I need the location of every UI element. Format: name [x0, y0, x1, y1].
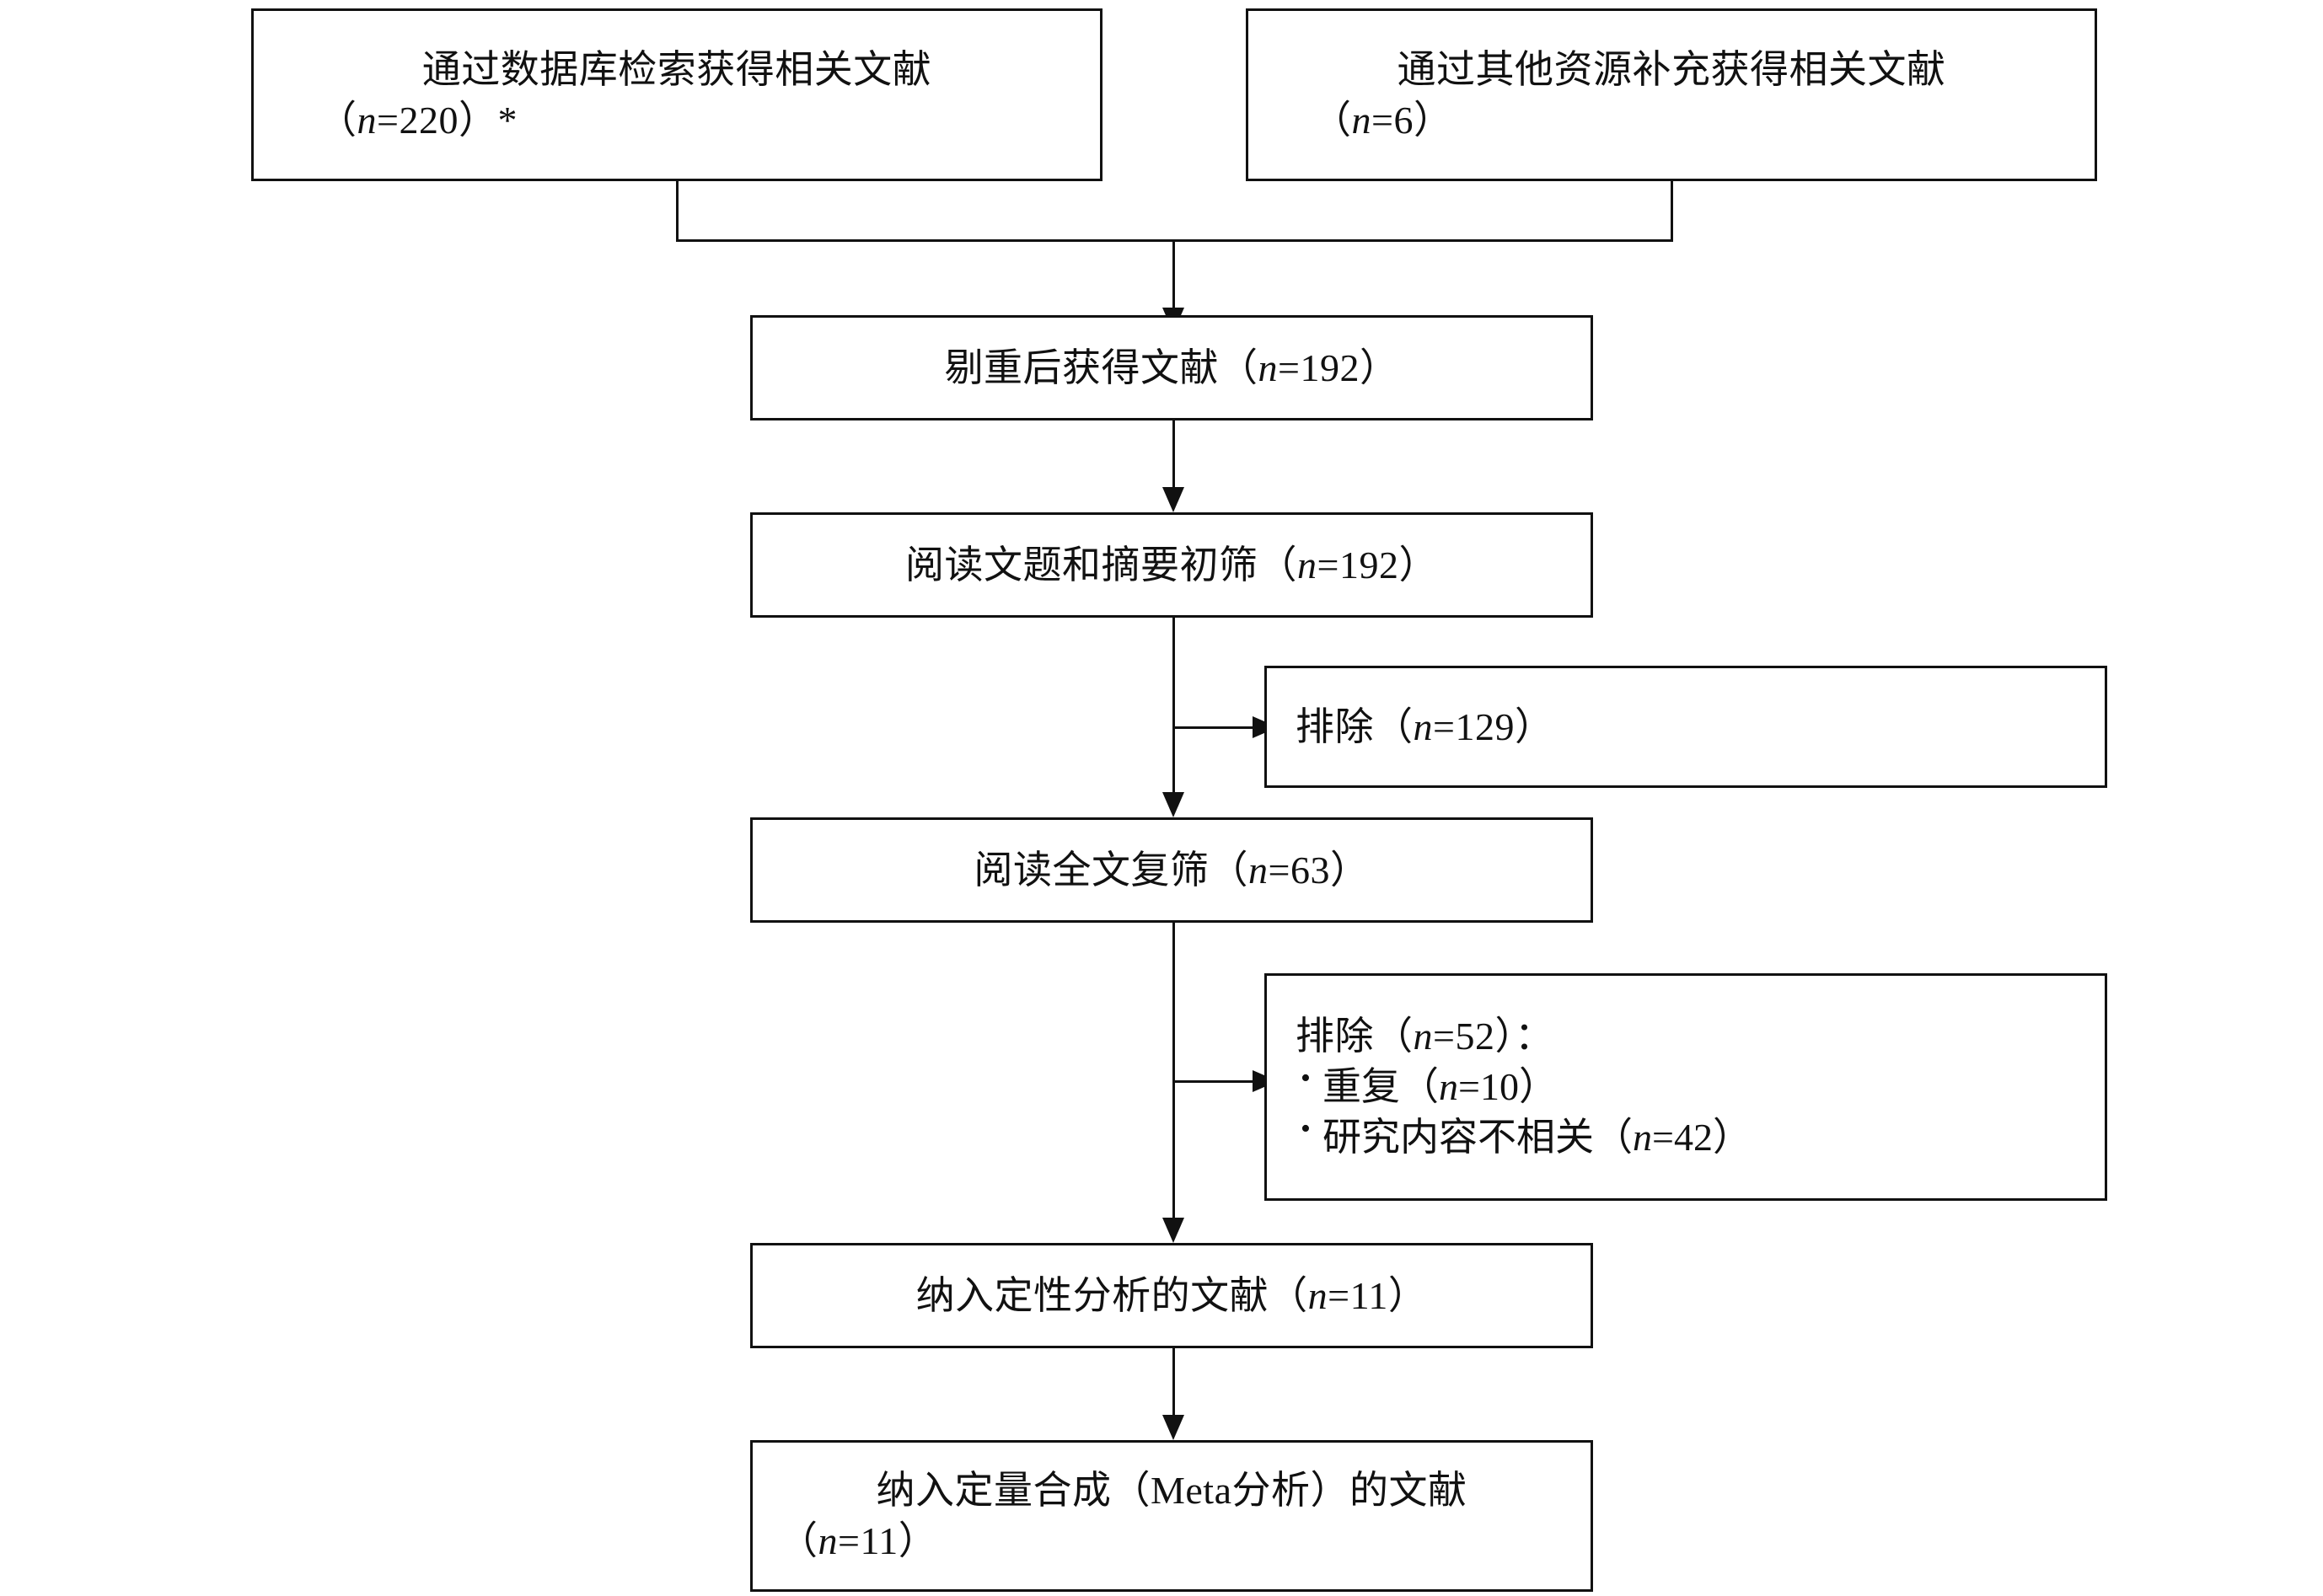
box-qualitative-included-text: 纳入定性分析的文献（n=11） [753, 1271, 1591, 1321]
box-database-search-line2: （n=220）* [190, 95, 1164, 146]
connector-exclude-2-branch [1175, 1080, 1255, 1083]
connector-left-drop [676, 181, 679, 242]
db-n-value: =220）* [377, 98, 518, 142]
box-excluded-first: 排除（n=129） [1264, 666, 2107, 788]
exclude-reason-duplicate: 重复（n=10） [1267, 1060, 1558, 1112]
arrow-to-qualitative [1162, 1218, 1184, 1243]
box-quantitative-included-line1: 纳入定量合成（Meta分析）的文献 [876, 1469, 1467, 1513]
connector-screen-trunk-1 [1172, 618, 1175, 796]
connector-dedup-to-screen [1172, 420, 1175, 490]
ql-label: 纳入定性分析的文献（ [915, 1273, 1308, 1317]
dedup-n-italic: n [1258, 345, 1279, 389]
box-excluded-second-heading: 排除（n=52）： [1267, 1011, 1553, 1062]
ft-n-italic: n [1248, 848, 1269, 892]
reason-1-label: 重复（ [1322, 1065, 1439, 1109]
box-excluded-first-text: 排除（n=129） [1267, 702, 1553, 752]
ex2-n-value: =52）： [1433, 1015, 1554, 1058]
connector-qualitative-to-quantitative [1172, 1348, 1175, 1417]
ta-label: 阅读文题和摘要初筛（ [905, 543, 1298, 586]
ex1-n-value: =129） [1433, 704, 1554, 748]
ql-n-value: =11） [1328, 1273, 1428, 1317]
arrow-to-title-abstract [1162, 487, 1184, 512]
box-fulltext-screen-text: 阅读全文复筛（n=63） [753, 845, 1591, 896]
arrow-to-fulltext-screen [1162, 792, 1184, 817]
box-database-search-line1: 通过数据库检索获得相关文献 [421, 47, 932, 91]
arrow-to-quantitative [1162, 1415, 1184, 1440]
box-title-abstract-screen: 阅读文题和摘要初筛（n=192） [750, 512, 1593, 618]
box-qualitative-included: 纳入定性分析的文献（n=11） [750, 1243, 1593, 1348]
dedup-label: 剔重后获得文献（ [944, 345, 1258, 389]
ta-n-value: =192） [1317, 543, 1438, 586]
reason-2-n-value: =42） [1652, 1115, 1752, 1159]
reason-1-n-value: =10） [1458, 1065, 1558, 1109]
reason-2-n-italic: n [1633, 1115, 1652, 1159]
reason-1-n-italic: n [1439, 1065, 1458, 1109]
box-quantitative-included: 纳入定量合成（Meta分析）的文献 （n=11） [750, 1440, 1593, 1592]
box-after-dedup-text: 剔重后获得文献（n=192） [753, 343, 1591, 394]
connector-merge-stem [1172, 239, 1175, 312]
box-other-sources-line2: （n=6） [1184, 95, 2159, 146]
box-database-search: 通过数据库检索获得相关文献 （n=220）* [251, 8, 1102, 181]
box-fulltext-screen: 阅读全文复筛（n=63） [750, 817, 1593, 923]
os-n-italic: n [1351, 98, 1371, 142]
os-paren-open: （ [1312, 98, 1352, 142]
ex1-n-italic: n [1413, 704, 1433, 748]
box-excluded-second: 排除（n=52）： 重复（n=10） 研究内容不相关（n=42） [1264, 973, 2107, 1201]
connector-screen-trunk-2 [1172, 923, 1175, 1222]
ex2-label: 排除（ [1296, 1015, 1414, 1058]
ql-n-italic: n [1307, 1273, 1328, 1317]
ta-n-italic: n [1297, 543, 1317, 586]
db-paren-open: （ [318, 98, 357, 142]
ft-n-value: =63） [1268, 848, 1370, 892]
ft-label: 阅读全文复筛（ [974, 848, 1249, 892]
box-other-sources: 通过其他资源补充获得相关文献 （n=6） [1246, 8, 2097, 181]
exclude-reason-irrelevant: 研究内容不相关（n=42） [1267, 1111, 1752, 1163]
box-after-dedup: 剔重后获得文献（n=192） [750, 315, 1593, 420]
connector-exclude-1-branch [1175, 726, 1255, 729]
qt-n-italic: n [818, 1519, 838, 1562]
box-quantitative-included-line2: （n=11） [727, 1516, 1617, 1567]
box-other-sources-line1: 通过其他资源补充获得相关文献 [1397, 47, 1946, 91]
ex1-label: 排除（ [1296, 704, 1414, 748]
reason-2-label: 研究内容不相关（ [1322, 1115, 1633, 1159]
os-n-value: =6） [1371, 98, 1453, 142]
db-n-italic: n [357, 98, 377, 142]
qt-n-value: =11） [838, 1519, 938, 1562]
ex2-n-italic: n [1413, 1015, 1433, 1058]
qt-paren-open: （ [779, 1519, 818, 1562]
connector-right-drop [1671, 181, 1673, 242]
dedup-n-value: =192） [1278, 345, 1399, 389]
box-title-abstract-text: 阅读文题和摘要初筛（n=192） [753, 540, 1591, 591]
